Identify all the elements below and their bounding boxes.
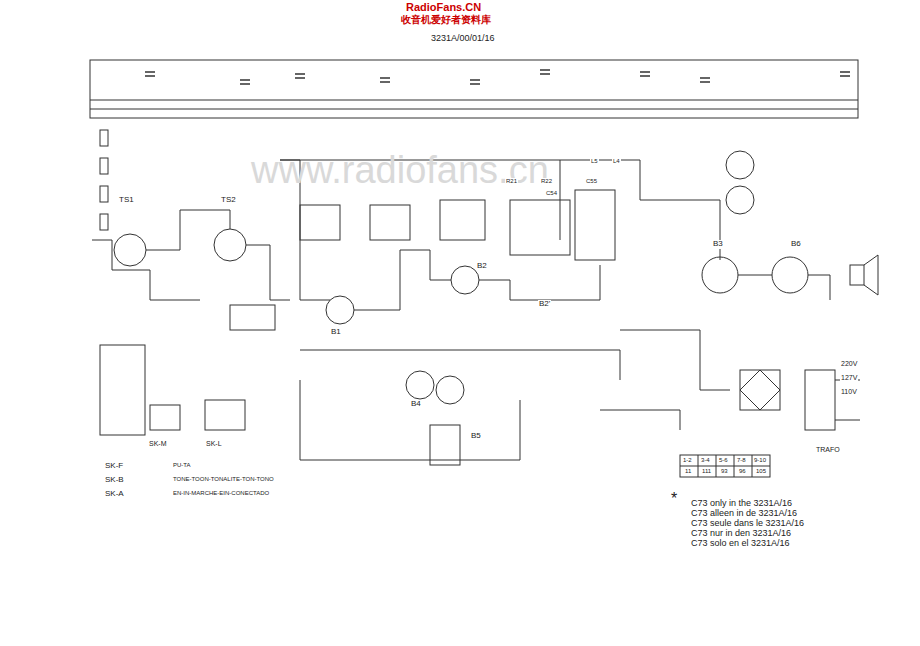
note-text: C73 only in the 3231A/16 [690,499,793,509]
table-cell: 7-8 [736,457,747,464]
watermark: www.radiofans.cn [250,150,550,192]
switch-note: PU-TA [172,462,192,469]
voltage-label: 110V [840,388,858,396]
part-label: B4 [410,400,422,409]
watermark: RadioFans.CN [405,1,482,13]
part-label: B5 [470,432,482,441]
table-cell: 111 [701,468,712,475]
table-cell: 9-10 [753,457,767,464]
part-label: R21 [505,178,518,185]
table-cell: 93 [720,468,729,475]
note-mark: * [670,490,678,508]
switch-note: EN-IN-MARCHE-EIN-CONECTADO [172,490,270,497]
note-text: C73 seule dans le 3231A/16 [690,519,805,529]
voltage-label: 220V [840,360,858,368]
switch-note: TONE-TOON-TONALITE-TON-TONO [172,476,275,483]
part-label: B2 [476,262,488,271]
part-label: TS1 [118,196,135,205]
switch-label: SK-A [104,490,125,499]
switch-label: SK-L [205,440,223,448]
part-label: R22 [540,178,553,185]
part-label: B2' [538,300,551,309]
table-cell: 105 [755,468,767,475]
table-cell: 1-2 [682,457,693,464]
table-cell: 5-6 [718,457,729,464]
part-label: B1 [330,328,342,337]
part-label: C55 [585,178,598,185]
switch-label: SK-B [104,476,125,485]
part-label: L4 [612,158,621,165]
sheet-title: 3231A/00/01/16 [430,34,496,44]
watermark: 收音机爱好者资料库 [400,14,492,25]
note-text: C73 alleen in de 3231A/16 [690,509,798,519]
part-label: TS2 [220,196,237,205]
table-cell: 96 [738,468,747,475]
switch-label: SK-M [148,440,168,448]
part-label: B6 [790,240,802,249]
part-label: L5 [590,158,599,165]
voltage-label: 127V [840,374,858,382]
note-text: C73 solo en el 3231A/16 [690,539,791,549]
table-cell: 11 [684,468,692,475]
switch-label: SK-F [104,462,124,471]
part-label: TRAFO [815,446,841,454]
table-cell: 3-4 [700,457,711,464]
part-label: C54 [545,190,558,197]
part-label: B3 [712,240,724,249]
note-text: C73 nur in den 3231A/16 [690,529,792,539]
